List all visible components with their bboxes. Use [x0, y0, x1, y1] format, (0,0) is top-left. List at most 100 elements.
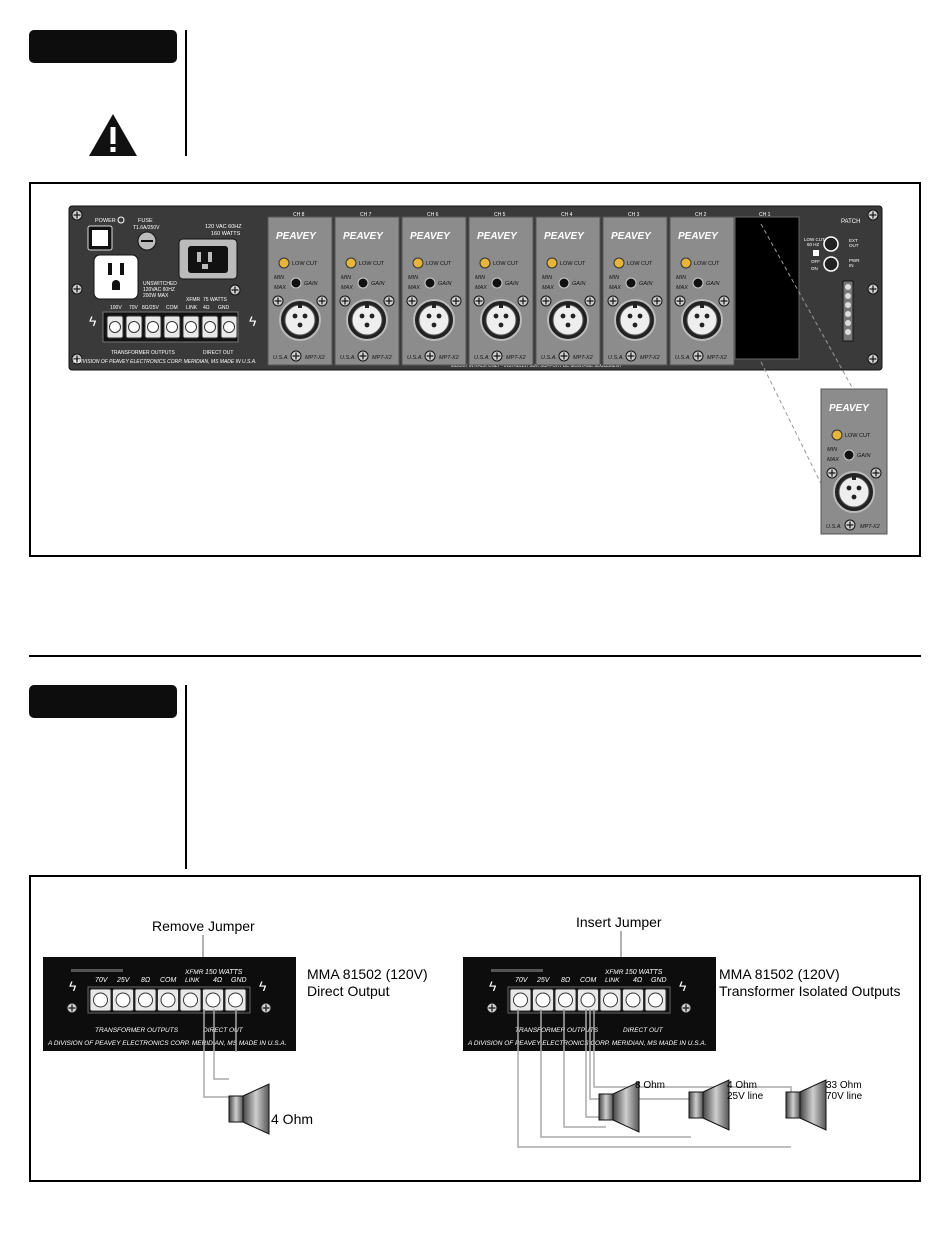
- xlr-connector-icon[interactable]: [346, 299, 388, 341]
- leader-line-1: [760, 223, 854, 390]
- min-label: MIN: [542, 275, 552, 281]
- xlr-connector-icon[interactable]: [681, 299, 723, 341]
- direct-out-label: DIRECT OUT: [203, 1027, 244, 1034]
- gain-knob[interactable]: [843, 449, 855, 461]
- xlr-connector-icon[interactable]: [833, 471, 875, 513]
- terminal-5[interactable]: [201, 315, 219, 339]
- transformer-outputs-label: TRANSFORMER OUTPUTS: [515, 1027, 599, 1034]
- low-cut-knob[interactable]: [680, 257, 692, 269]
- right-speaker-3-line2: 70V line: [826, 1091, 863, 1102]
- low-cut-switch-label-2: 60 HZ: [807, 242, 820, 247]
- output-terminal-1[interactable]: [112, 988, 134, 1012]
- xlr-connector-icon[interactable]: [547, 299, 589, 341]
- low-cut-knob[interactable]: [412, 257, 424, 269]
- gain-knob[interactable]: [558, 277, 570, 289]
- xlr-connector-icon[interactable]: [413, 299, 455, 341]
- gnd-label: GND: [218, 305, 230, 311]
- ac-outlet[interactable]: [93, 254, 139, 300]
- warning-triangle-icon: [89, 114, 137, 156]
- left-speaker-label: 4 Ohm: [271, 1111, 313, 1127]
- terminal-4[interactable]: [182, 315, 200, 339]
- output-terminal-0[interactable]: [509, 988, 532, 1012]
- gnd-label: GND: [231, 977, 247, 984]
- output-terminal-3[interactable]: [577, 988, 599, 1012]
- gain-knob[interactable]: [491, 277, 503, 289]
- terminal-label: 8Ω: [561, 977, 571, 984]
- watts-label: 150 WATTS: [205, 969, 243, 976]
- low-cut-knob[interactable]: [831, 429, 843, 441]
- output-terminal-5[interactable]: [202, 988, 224, 1012]
- rear-panel-figure: POWER FUSE T1.6A/250V 120 VAC 60HZ 160 W…: [29, 182, 921, 557]
- rack-screw-icon: [844, 519, 856, 531]
- low-cut-switch-label-1: LOW CUT: [804, 237, 825, 242]
- terminal-2[interactable]: [144, 315, 162, 339]
- channel-label: CH 6: [427, 212, 439, 218]
- patch-label: PATCH: [841, 219, 860, 225]
- output-terminal-6[interactable]: [224, 988, 247, 1012]
- outlet-label-1: UNSWITCHED: [143, 281, 177, 287]
- output-terminal-5[interactable]: [622, 988, 644, 1012]
- pwr-in-jack[interactable]: [823, 256, 839, 272]
- xlr-connector-icon[interactable]: [614, 299, 656, 341]
- brand-logo: PEAVEY: [829, 403, 870, 414]
- min-label: MIN: [341, 275, 351, 281]
- output-terminal-6[interactable]: [644, 988, 667, 1012]
- output-terminal-3[interactable]: [157, 988, 179, 1012]
- gain-knob[interactable]: [424, 277, 436, 289]
- output-terminal-2[interactable]: [554, 988, 577, 1012]
- usa-label: U.S.A.: [675, 355, 691, 361]
- terminal-6[interactable]: [220, 315, 238, 339]
- rack-screw-icon: [674, 295, 686, 307]
- terminal-0[interactable]: [106, 315, 124, 339]
- terminal-3[interactable]: [163, 315, 181, 339]
- xfmr-label: XFMR: [604, 969, 624, 976]
- output-terminal-4[interactable]: [599, 988, 622, 1012]
- low-cut-knob[interactable]: [479, 257, 491, 269]
- gain-knob[interactable]: [290, 277, 302, 289]
- pwr-in-label-1: PWR: [849, 258, 860, 263]
- gain-knob[interactable]: [625, 277, 637, 289]
- low-cut-knob[interactable]: [278, 257, 290, 269]
- rack-screw-icon: [718, 295, 730, 307]
- remove-jumper-label: Remove Jumper: [152, 918, 255, 934]
- channel-label: CH 2: [695, 212, 707, 218]
- model-label: MPT-X2: [439, 355, 459, 361]
- low-cut-knob[interactable]: [613, 257, 625, 269]
- output-terminal-2[interactable]: [134, 988, 157, 1012]
- section-separator: [29, 655, 921, 657]
- low-cut-knob[interactable]: [345, 257, 357, 269]
- right-speaker-3-line1: 33 Ohm: [826, 1080, 862, 1091]
- gain-knob[interactable]: [357, 277, 369, 289]
- rack-screw-icon: [383, 295, 395, 307]
- model-label: MPT-X2: [372, 355, 392, 361]
- model-label: MPT-X2: [707, 355, 727, 361]
- ohm-label: 4Ω: [203, 305, 210, 311]
- xlr-connector-icon[interactable]: [279, 299, 321, 341]
- low-cut-switch[interactable]: [813, 250, 819, 256]
- low-cut-off-label: OFF: [811, 259, 820, 264]
- channel-label: CH 7: [360, 212, 372, 218]
- terminal-label: COM: [160, 977, 177, 984]
- xfmr-label-1: XFMR: [186, 297, 201, 303]
- output-terminal-0[interactable]: [89, 988, 112, 1012]
- insert-jumper-label: Insert Jumper: [576, 914, 662, 930]
- output-terminal-1[interactable]: [532, 988, 554, 1012]
- rack-screw-icon: [625, 350, 637, 362]
- lightning-icon: ϟ: [89, 313, 97, 329]
- left-wire-2: [213, 1009, 229, 1080]
- direct-out-label: DIRECT OUT: [203, 350, 233, 356]
- section-tab-bottom: [29, 685, 177, 718]
- low-cut-knob[interactable]: [546, 257, 558, 269]
- section-tab-top: [29, 30, 177, 63]
- lightning-icon: ϟ: [69, 978, 77, 994]
- ext-out-jack[interactable]: [823, 236, 839, 252]
- gain-knob[interactable]: [692, 277, 704, 289]
- rack-screw-icon: [517, 295, 529, 307]
- low-cut-label: LOW CUT: [560, 261, 586, 267]
- patch-terminal-screws: [845, 284, 851, 335]
- xlr-connector-icon[interactable]: [480, 299, 522, 341]
- output-terminal-4[interactable]: [179, 988, 202, 1012]
- terminal-1[interactable]: [125, 315, 143, 339]
